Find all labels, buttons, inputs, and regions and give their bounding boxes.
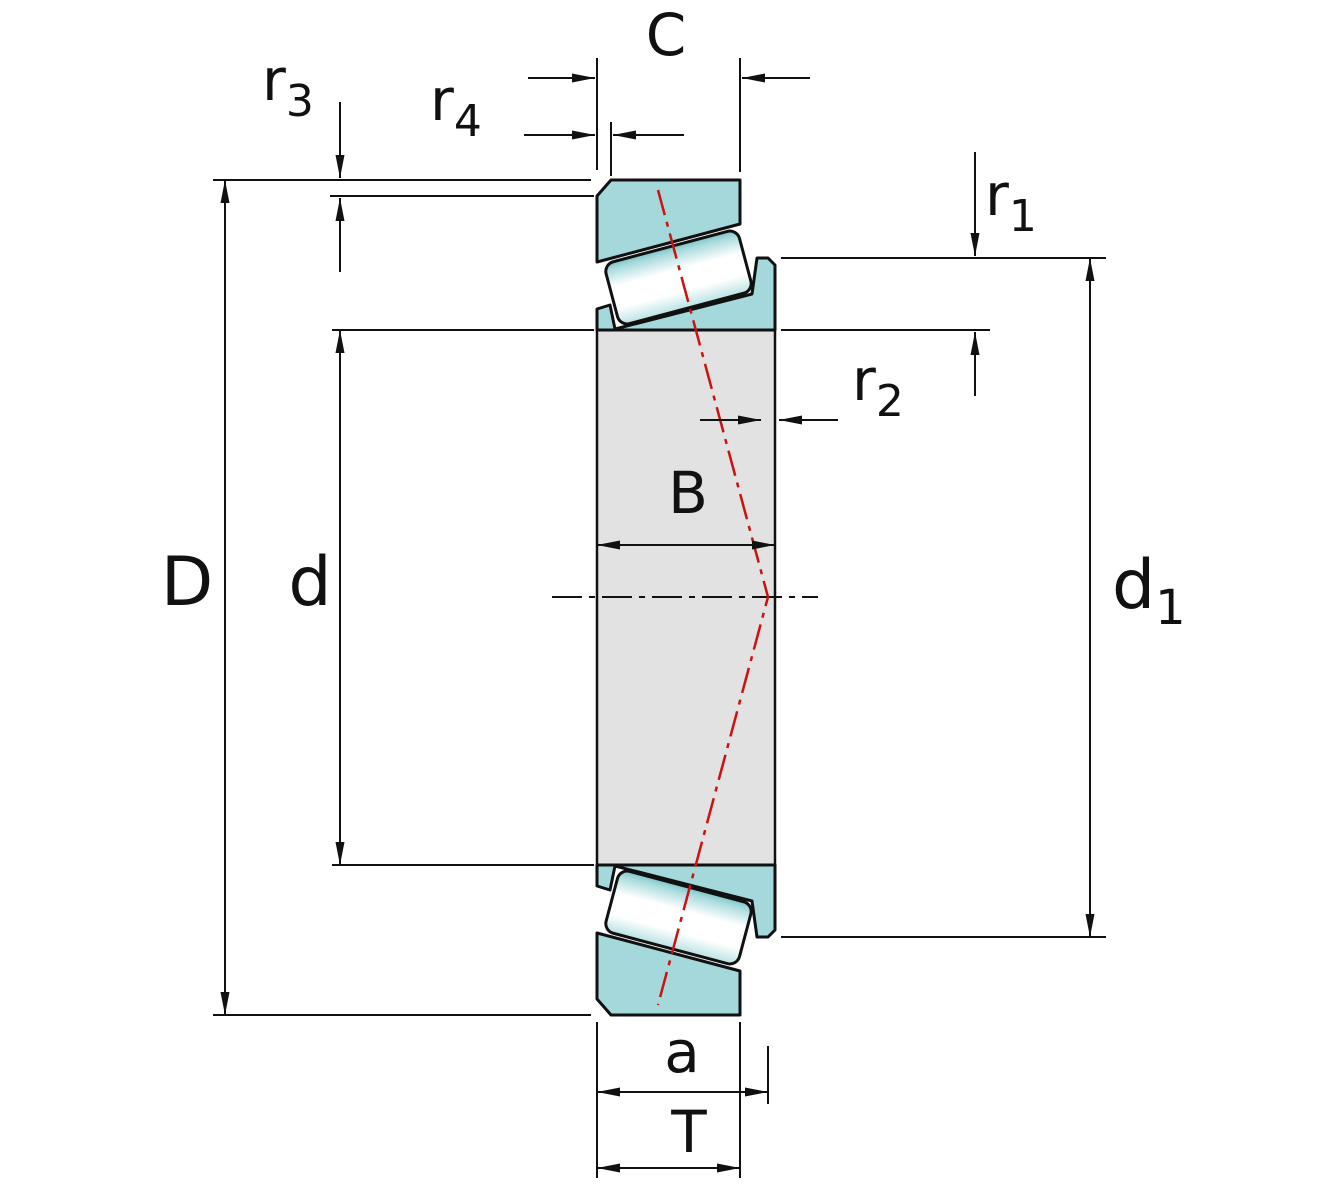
label-d1: d1 <box>1112 546 1186 636</box>
label-C: C <box>646 1 687 69</box>
label-T: T <box>670 1098 707 1166</box>
label-a: a <box>664 1018 700 1086</box>
label-B: B <box>668 459 708 527</box>
extension-lines <box>213 58 1106 1178</box>
label-r2: r2 <box>852 346 904 427</box>
label-d: d <box>288 543 331 622</box>
pressure-line <box>656 189 770 1006</box>
label-D: D <box>161 543 213 622</box>
label-r3: r3 <box>262 46 314 127</box>
outer-ring-cup-top <box>595 178 742 264</box>
label-r4: r4 <box>430 66 482 147</box>
label-r1: r1 <box>985 161 1037 242</box>
inner-ring-cone-bottom <box>595 863 777 939</box>
bearing-section <box>552 178 818 1017</box>
tapered-roller-top <box>604 229 753 326</box>
dimension-labels: D d d1 C B a T r3 r4 r1 r2 <box>161 1 1186 1166</box>
inner-ring-cone-top <box>595 256 777 332</box>
tapered-roller-bottom <box>604 869 753 966</box>
dimension-lines <box>220 73 1095 1173</box>
outer-ring-cup-bottom <box>595 931 742 1017</box>
